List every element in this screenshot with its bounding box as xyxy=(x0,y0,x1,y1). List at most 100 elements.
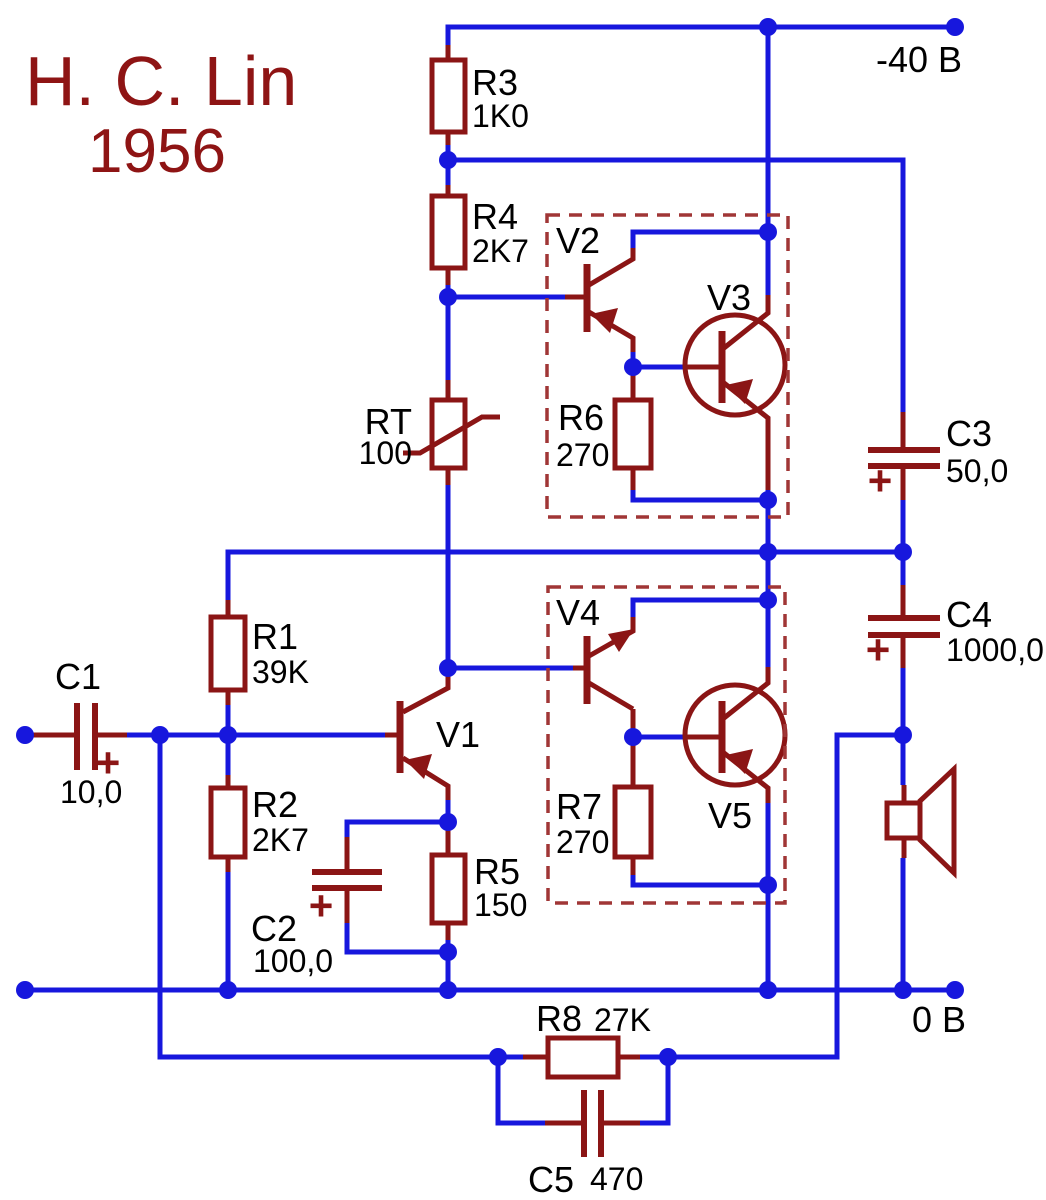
junction-dot xyxy=(219,981,237,999)
value-r3: 1K0 xyxy=(472,98,529,134)
resistor-r4 xyxy=(429,185,468,285)
capacitor-plates xyxy=(312,869,382,891)
resistor-r6 xyxy=(612,370,654,490)
speaker xyxy=(884,763,957,879)
terminal-dot xyxy=(946,18,964,36)
resistor-r7 xyxy=(612,709,654,875)
resistor-r1 xyxy=(208,600,248,705)
resistor-body xyxy=(612,397,654,471)
capacitor-plates xyxy=(74,703,98,770)
wire-v2-collector xyxy=(630,229,768,248)
junction-dot xyxy=(439,943,457,961)
value-c2: 100,0 xyxy=(253,943,333,979)
label-v4: V4 xyxy=(556,592,600,633)
value-c5: 470 xyxy=(590,1161,643,1197)
emitter-arrow xyxy=(405,754,432,779)
label-r6: R6 xyxy=(558,397,604,438)
capacitor-c3 xyxy=(868,412,940,500)
resistor-r2 xyxy=(208,775,248,872)
junction-dot xyxy=(624,358,642,376)
value-c1: 10,0 xyxy=(60,774,122,810)
resistor-body xyxy=(208,785,248,860)
emitter-arrow xyxy=(608,629,634,652)
wire-midpoint-bootstrap xyxy=(225,500,906,600)
label-c3: C3 xyxy=(946,413,992,454)
label-r1: R1 xyxy=(252,616,298,657)
junction-dot xyxy=(151,726,169,744)
value-r2: 2K7 xyxy=(252,822,309,858)
collector-lead xyxy=(722,667,771,720)
resistor-body xyxy=(429,193,468,271)
title-author: H. C. Lin xyxy=(25,42,297,120)
title-year: 1956 xyxy=(88,117,226,186)
junction-dot xyxy=(759,876,777,894)
resistor-body xyxy=(429,852,468,926)
value-r4: 2K7 xyxy=(472,233,529,269)
capacitor-c5 xyxy=(545,1090,640,1157)
label-c4: C4 xyxy=(946,594,992,635)
junction-dot xyxy=(759,18,777,36)
junction-dot xyxy=(439,288,457,306)
transistor-v5 xyxy=(682,667,788,803)
capacitor-c1 xyxy=(33,703,127,770)
junction-dot xyxy=(759,591,777,609)
resistor-r3 xyxy=(429,45,468,145)
resistor-r5 xyxy=(429,822,468,940)
capacitor-plates xyxy=(868,615,940,638)
junction-dot xyxy=(439,151,457,169)
thermistor-rt xyxy=(403,380,500,485)
resistor-body xyxy=(429,57,468,135)
junction-dot xyxy=(759,223,777,241)
rail-label-ground: 0 B xyxy=(912,999,966,1040)
capacitor-plates xyxy=(581,1090,604,1157)
label-c5: C5 xyxy=(528,1159,574,1200)
collector-lead xyxy=(587,680,635,712)
label-r8: R8 xyxy=(536,998,582,1039)
label-r3: R3 xyxy=(472,62,518,103)
junction-dot xyxy=(439,659,457,677)
value-c3: 50,0 xyxy=(946,453,1008,489)
junction-dot xyxy=(489,1048,507,1066)
transistor-v4 xyxy=(573,617,636,712)
dashed-box-v4-v5 xyxy=(546,585,787,905)
label-r2: R2 xyxy=(252,784,298,825)
junction-dot xyxy=(894,981,912,999)
speaker-cone xyxy=(917,763,957,879)
terminal-dot xyxy=(16,726,34,744)
dashed-box-v2-v3 xyxy=(545,213,790,519)
junction-dots xyxy=(16,18,964,1066)
label-rt: RT xyxy=(365,401,412,442)
junction-dot xyxy=(439,813,457,831)
wire-feedback-right xyxy=(640,732,903,1126)
transistor-v3 xyxy=(682,295,788,490)
label-v1: V1 xyxy=(436,714,480,755)
value-rt: 100 xyxy=(359,435,412,471)
emitter-lead xyxy=(587,617,636,659)
terminal-dot xyxy=(16,981,34,999)
wire-r7-bottom xyxy=(630,875,768,888)
value-r1: 39K xyxy=(252,654,309,690)
emitter-arrow xyxy=(726,749,753,774)
junction-dot xyxy=(759,491,777,509)
speaker-box xyxy=(884,800,923,841)
wire-r3r4-to-c3 xyxy=(445,145,906,412)
wire-v1-collector-v4-base xyxy=(445,485,573,671)
value-r8: 27K xyxy=(594,1002,651,1038)
wire-r5-c2-ground xyxy=(344,923,451,990)
junction-dot xyxy=(894,543,912,561)
wire-v4-emitter xyxy=(630,597,768,617)
junction-dot xyxy=(759,543,777,561)
value-r7: 270 xyxy=(556,824,609,860)
wires xyxy=(25,24,955,1126)
polarity-plus-c3: + xyxy=(868,457,893,504)
junction-dot xyxy=(759,981,777,999)
resistor-body xyxy=(208,614,248,693)
polarity-plus-c4: + xyxy=(866,626,891,673)
wire-c5-left xyxy=(495,1057,545,1126)
thermistor-strike xyxy=(403,414,500,456)
rail-label-negative: -40 B xyxy=(876,39,962,80)
polarity-plus-c1: + xyxy=(96,739,121,786)
label-r4: R4 xyxy=(472,196,518,237)
